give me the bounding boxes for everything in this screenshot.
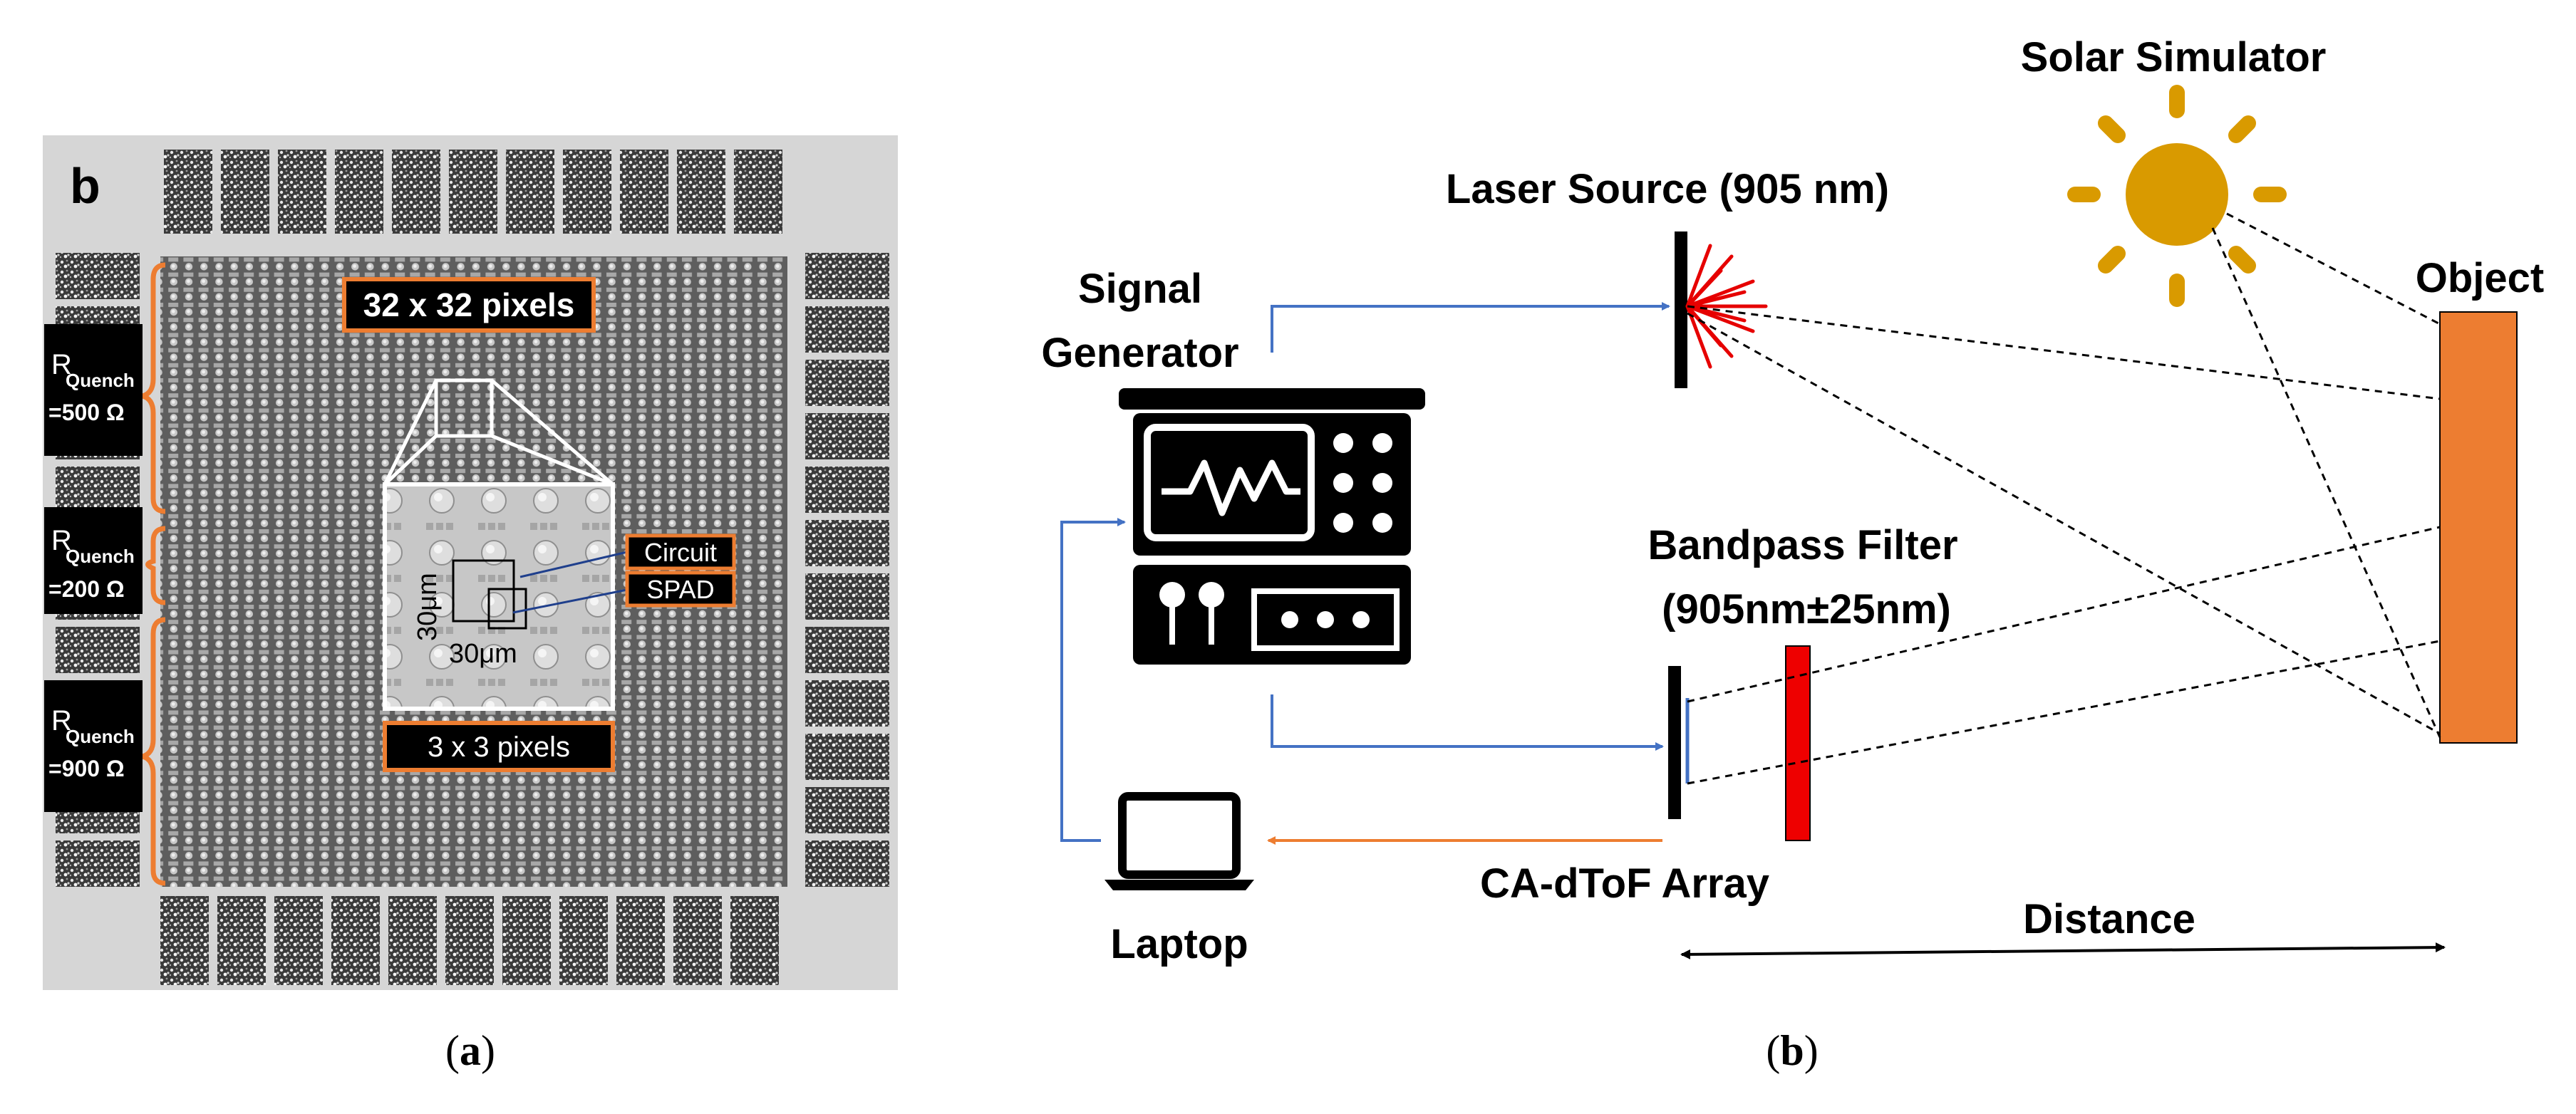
signal-generator-label-1: Signal (1078, 266, 1202, 312)
right-bond-pads (805, 253, 889, 887)
quench-sub-500: Quench (66, 370, 135, 391)
svg-text:Quench: Quench (66, 546, 135, 567)
link-generator-to-laser (1271, 302, 1670, 353)
circuit-label-box (625, 533, 736, 571)
spad-label-box (625, 571, 736, 608)
object-label: Object (2416, 255, 2545, 301)
optical-paths (1687, 212, 2441, 785)
zoom-callout (383, 378, 614, 486)
laptop-icon (1105, 792, 1254, 890)
quench-r-500: R (51, 349, 72, 380)
distance-label: Distance (2023, 896, 2195, 942)
bandpass-label-2: (905nm±25nm) (1662, 586, 1951, 633)
circuit-label: Circuit (644, 538, 717, 567)
caption-b: (b) (1766, 1027, 1818, 1074)
link-generator-to-array (1271, 694, 1664, 751)
array-label-box (342, 277, 596, 333)
bandpass-label-1: Bandpass Filter (1647, 522, 1957, 568)
laser-emitter (1675, 231, 1687, 388)
svg-text:Quench: Quench (66, 726, 135, 747)
sun-icon (2067, 85, 2287, 307)
zoom-label: 3 x 3 pixels (428, 732, 570, 763)
quench-r-200: R (51, 525, 72, 556)
laptop-label: Laptop (1110, 921, 1248, 967)
bottom-bond-pads (160, 896, 779, 985)
quench-r-900: R (51, 705, 72, 736)
quench-sub-200: Quench (66, 546, 135, 567)
inset-highlight (452, 559, 527, 630)
svg-text:R: R (51, 349, 72, 380)
spad-label: SPAD (646, 575, 714, 604)
quench-value-500: =500 Ω (48, 400, 125, 425)
quench-sub-900: Quench (66, 726, 135, 747)
signal-generator-label-2: Generator (1041, 330, 1238, 376)
zoom-inset (383, 482, 615, 711)
svg-text:=200 Ω: =200 Ω (48, 576, 125, 602)
quench-value-200: =200 Ω (48, 576, 125, 602)
panel-a-chip-micrograph: b (43, 135, 898, 990)
spad-pointer (512, 588, 628, 614)
solar-simulator-label: Solar Simulator (2021, 34, 2327, 80)
ca-dtof-array (1668, 666, 1681, 819)
svg-text:R: R (51, 705, 72, 736)
svg-text:=900 Ω: =900 Ω (48, 756, 125, 781)
caption-a: (a) (445, 1027, 495, 1074)
chip-mark: b (70, 158, 100, 214)
quench-label-900: R Quench =900 Ω (44, 680, 143, 812)
svg-text:=500 Ω: =500 Ω (48, 400, 125, 425)
top-bond-pads (164, 150, 782, 234)
link-laptop-to-generator (1060, 518, 1126, 842)
laser-source-label: Laser Source (905 nm) (1446, 166, 1889, 212)
target-object (2439, 311, 2518, 744)
panel-b-setup-diagram: Signal Generator Laser Source (905 nm) S… (1041, 34, 2544, 967)
laser-burst-icon (1685, 244, 1768, 369)
zoom-label-box (383, 721, 615, 772)
array-label: 32 x 32 pixels (363, 286, 575, 323)
dim-horizontal: 30μm (449, 639, 517, 669)
dim-vertical: 30μm (413, 573, 443, 641)
bandpass-filter (1785, 645, 1811, 841)
distance-arrow (1680, 942, 2446, 959)
svg-text:Quench: Quench (66, 370, 135, 391)
svg-text:R: R (51, 525, 72, 556)
quench-label-500: R Quench =500 Ω (44, 324, 143, 456)
circuit-pointer (519, 551, 628, 578)
signal-generator-icon (1119, 388, 1425, 665)
array-label: CA-dToF Array (1480, 860, 1769, 907)
quench-label-200: R Quench =200 Ω (44, 507, 143, 614)
quench-value-900: =900 Ω (48, 756, 125, 781)
